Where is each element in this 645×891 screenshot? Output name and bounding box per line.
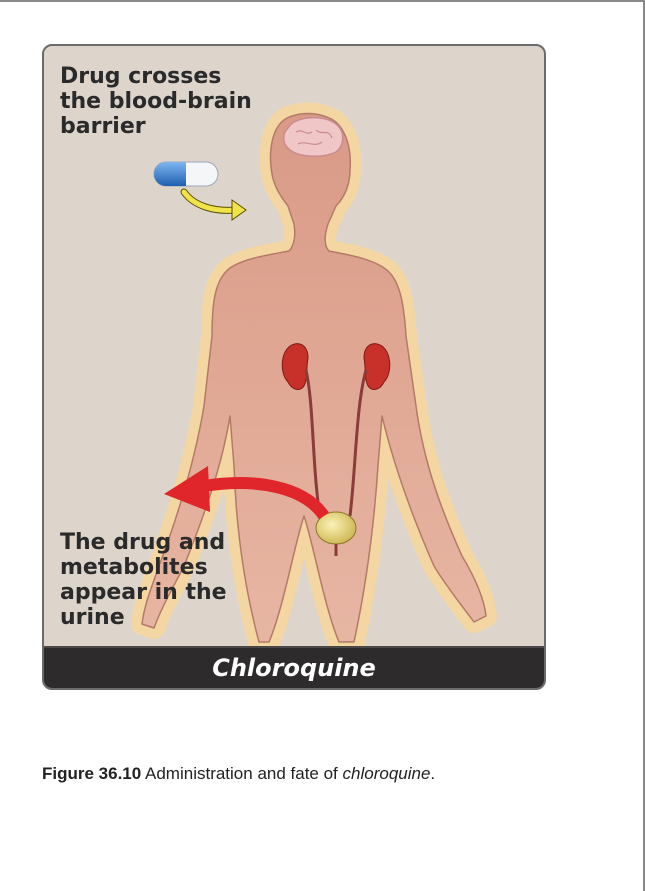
caption-drug-name: chloroquine — [343, 764, 431, 783]
figure-number: Figure 36.10 — [42, 764, 141, 783]
brain-icon — [284, 118, 343, 157]
caption-text: Administration and fate of — [141, 764, 342, 783]
label-blood-brain-barrier: Drug crosses the blood-brain barrier — [60, 64, 290, 139]
arrow-icon — [184, 192, 246, 220]
figure-panel: Drug crosses the blood-brain barrier The… — [42, 44, 546, 690]
capsule-icon — [154, 162, 218, 186]
caption-end: . — [430, 764, 435, 783]
drug-name-banner: Chloroquine — [44, 646, 544, 688]
figure-caption: Figure 36.10 Administration and fate of … — [42, 764, 435, 784]
label-urine-excretion: The drug and metabolites appear in the u… — [60, 530, 300, 630]
